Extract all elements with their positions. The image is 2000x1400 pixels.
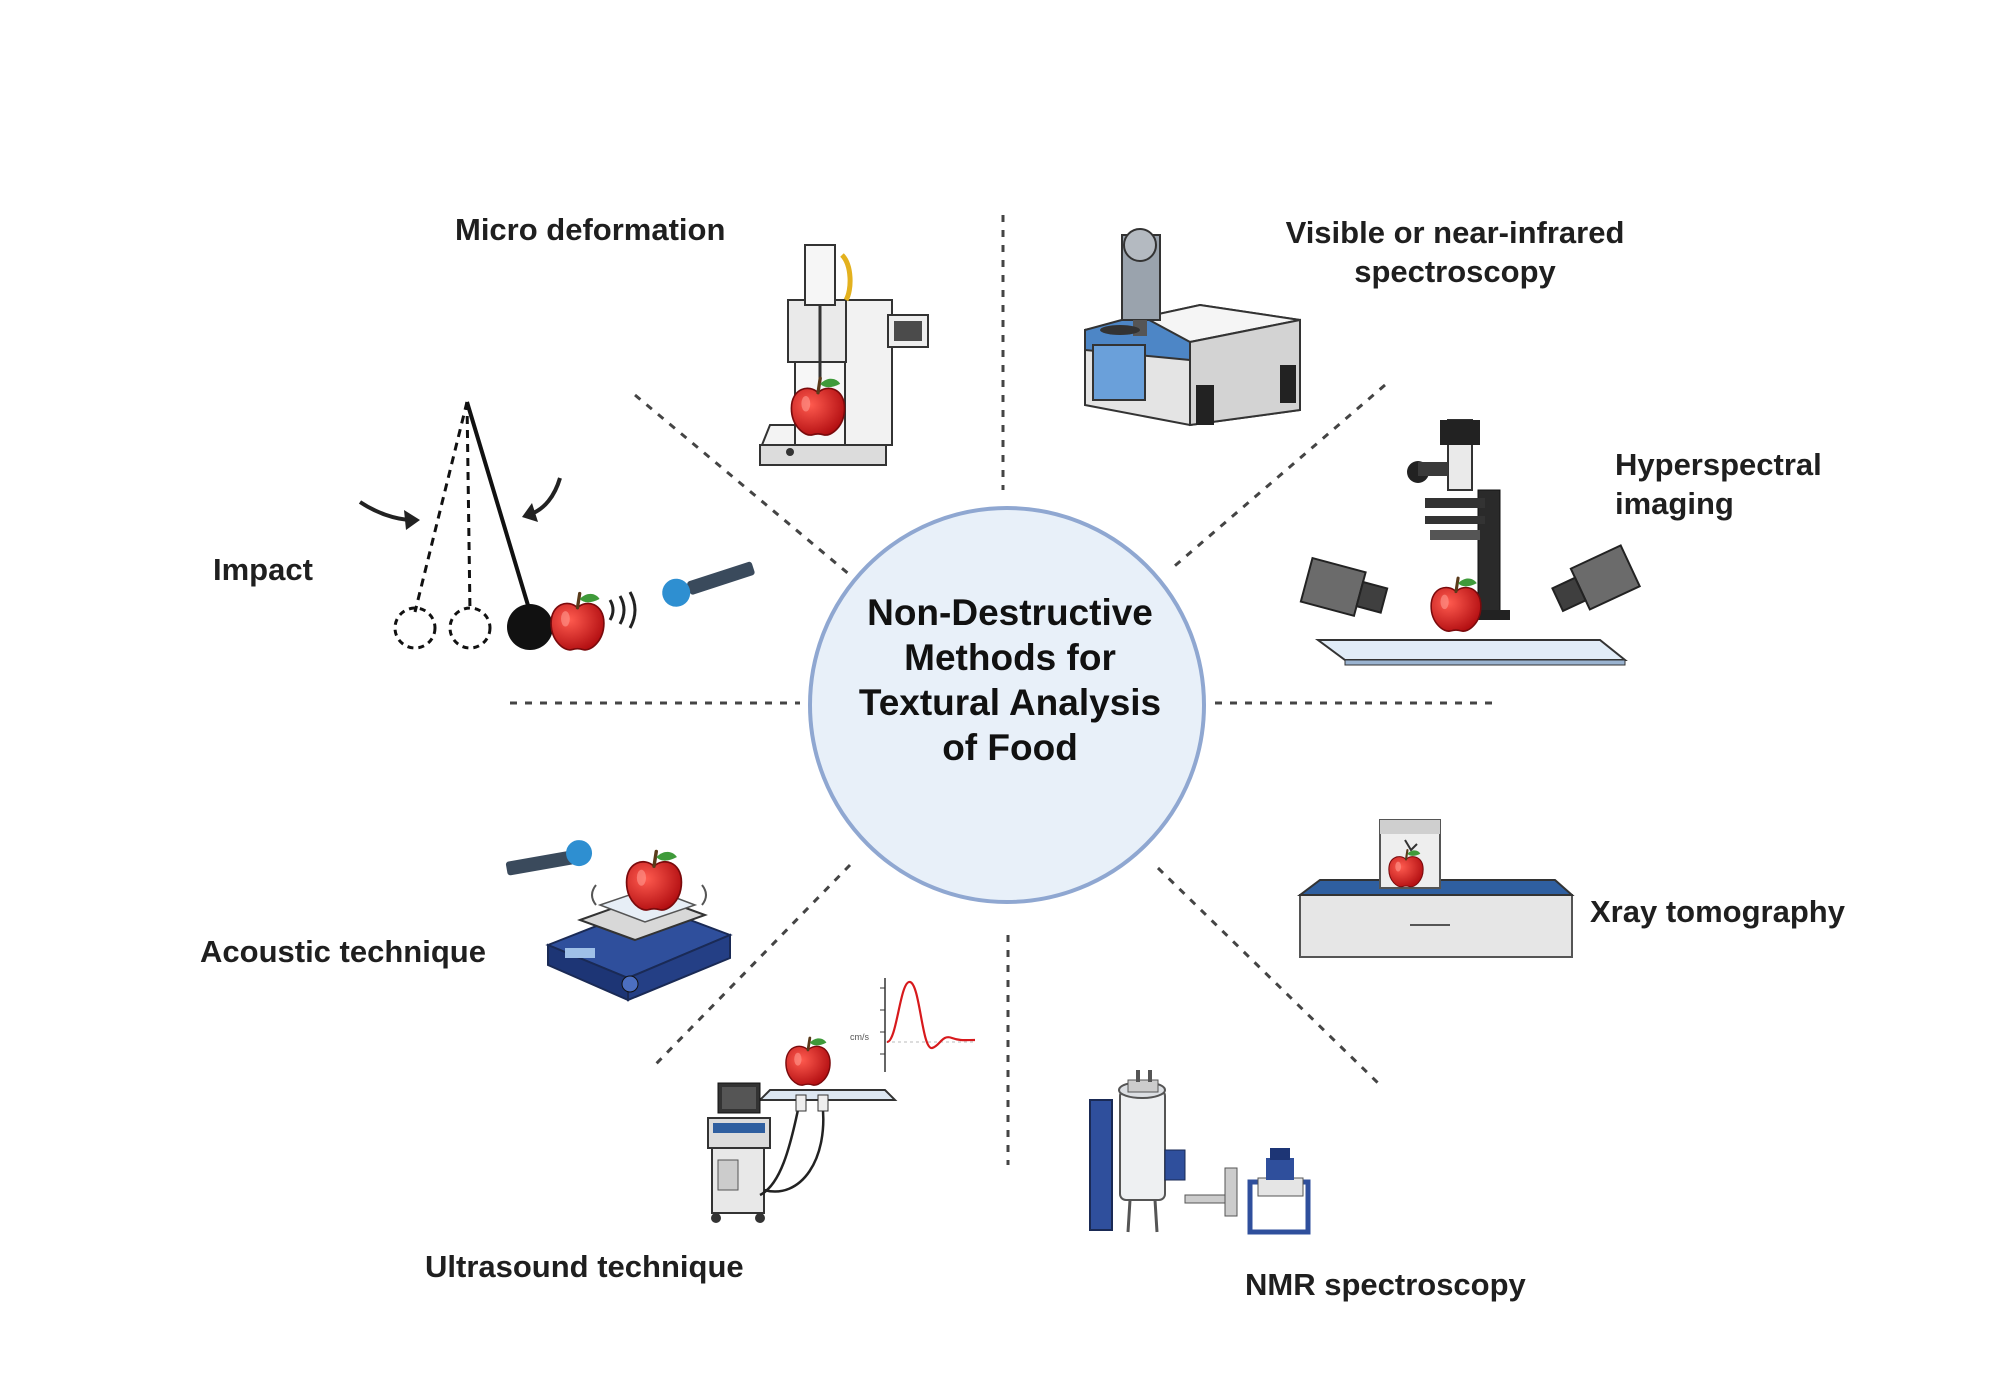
connector-lines [510,215,1500,1165]
hyperspectral-setup-illustration [1299,419,1642,666]
spoke-bottom-left [653,863,852,1067]
label-nmr-spectroscopy: NMR spectroscopy [1245,1267,1527,1302]
texture-analyzer-illustration [759,244,929,466]
spoke-top-left [634,393,851,577]
xray-tomograph-illustration [1297,819,1575,958]
microphone-icon [505,840,593,876]
spoke-top-right [1169,383,1386,572]
apple-icon [785,1036,831,1087]
pendulum-illustration [358,401,755,652]
method-labels: Micro deformation Impact Xray tomography… [200,212,1846,1302]
label-vis-nir-spectroscopy: Visible or near-infrared spectroscopy [1285,215,1625,289]
apple-icon [550,591,605,652]
acoustic-setup-illustration [505,840,733,1002]
center-title: Non-Destructive Methods for Textural Ana… [858,592,1162,769]
nmr-spectrometer-illustration [1089,1070,1311,1235]
ultrasound-plot-ylabel: cm/s [850,1032,869,1042]
apple-icon [625,849,683,912]
spoke-bottom-right [1156,866,1382,1087]
label-xray-tomography: Xray tomography [1590,894,1846,929]
label-hyperspectral-imaging: Hyperspectral imaging [1615,447,1822,521]
ultrasound-waveform [886,980,976,1050]
label-micro-deformation: Micro deformation [455,212,725,247]
spectrometer-illustration [1084,228,1301,427]
ultrasound-signal-plot: cm/s [850,978,976,1072]
microphone-icon [662,561,755,607]
center-circle [808,506,1206,904]
label-ultrasound-technique: Ultrasound technique [425,1249,744,1284]
ultrasound-setup-illustration [707,1036,898,1223]
label-impact: Impact [213,552,313,587]
label-acoustic-technique: Acoustic technique [200,934,486,969]
apple-icon [1430,576,1482,633]
